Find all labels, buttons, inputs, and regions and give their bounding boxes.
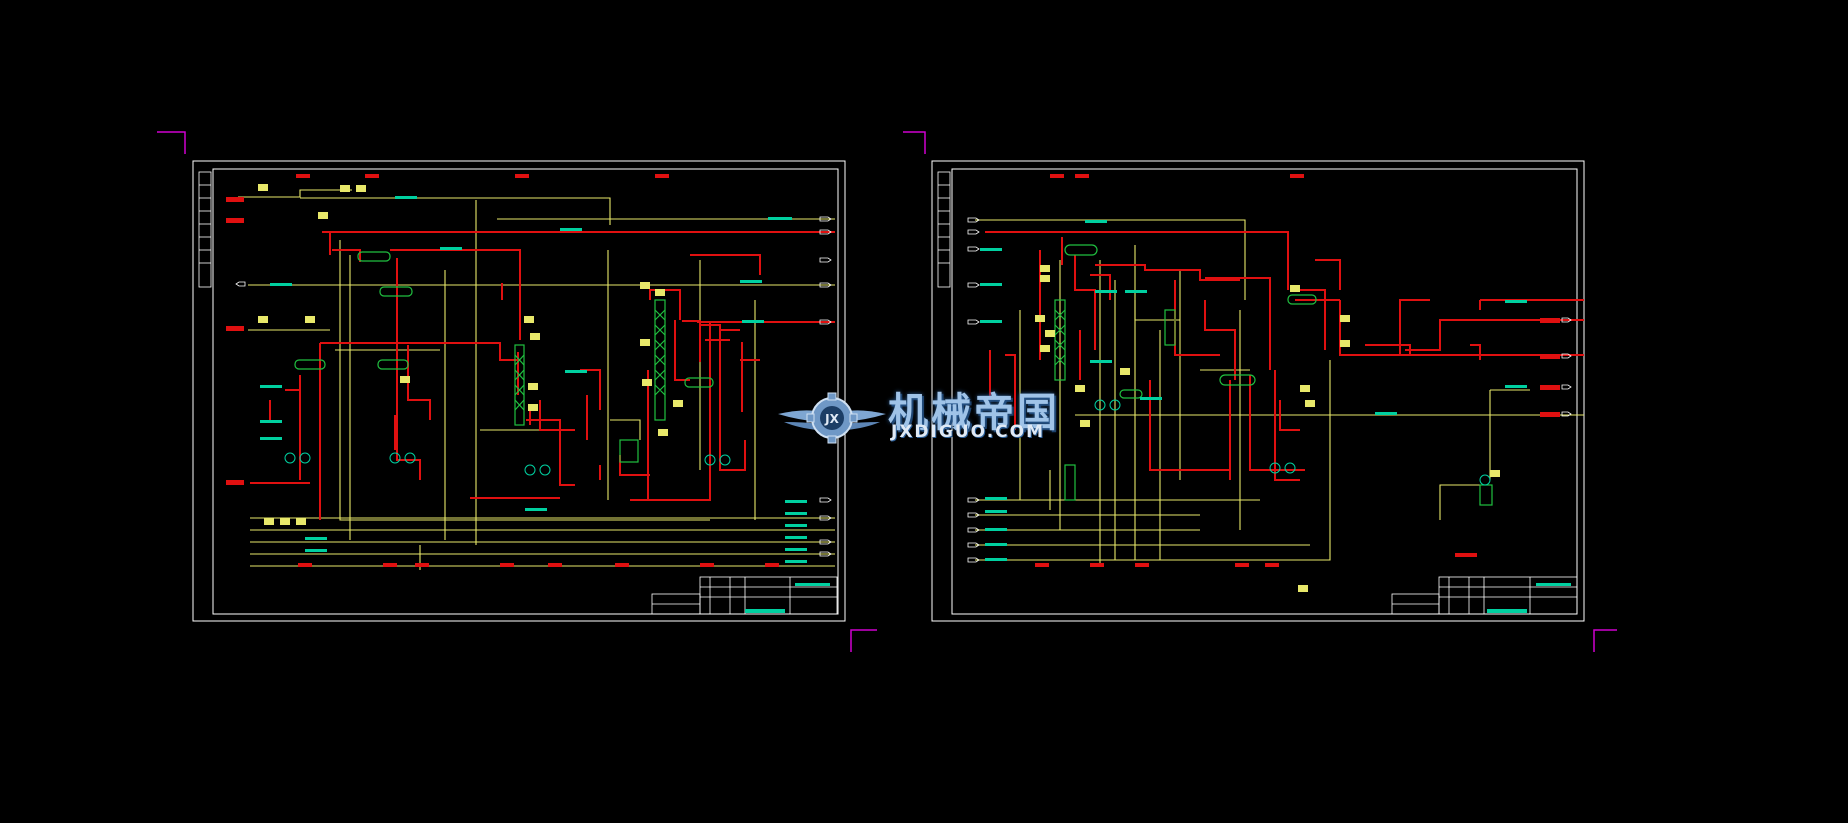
sheet-2-utility-lines <box>975 219 1584 565</box>
watermark-title: 机械帝国 <box>888 390 1060 436</box>
sheet-1-edge-strip <box>198 171 212 288</box>
sheet-1-instrument-tags <box>258 184 683 525</box>
sheet-2-edge-strip <box>937 171 951 288</box>
sheet-2-title-block <box>1391 576 1578 615</box>
watermark-badge: JX <box>824 412 839 426</box>
drawing-sheet-2 <box>931 160 1585 622</box>
sheet-1-title-block <box>651 576 838 615</box>
drawing-sheet-1 <box>192 160 846 622</box>
sheet-1-stream-labels <box>226 174 807 567</box>
sheet-2-flow-arrows <box>967 217 1572 563</box>
sheet-1-outer-border <box>192 160 846 622</box>
sheet-1-utility-lines <box>238 189 835 570</box>
crop-marks <box>157 131 1617 652</box>
watermark-url: JXDIGUO.COM <box>891 422 1046 442</box>
sheet-2-instrument-tags <box>1035 265 1500 592</box>
sheet-1-flow-arrows <box>235 216 832 557</box>
sheet-1-process-lines <box>250 231 835 520</box>
sheet-2-equipment <box>1054 244 1493 506</box>
sheet-2-pumps <box>1094 399 1491 486</box>
sheet-1-equipment <box>294 251 714 463</box>
sheet-2-stream-labels <box>980 174 1560 567</box>
gear-wings-logo-icon: JX <box>778 392 886 444</box>
sheet-2-outer-border <box>931 160 1585 622</box>
sheet-1-inner-border <box>212 168 839 615</box>
sheet-1-pumps <box>284 452 731 476</box>
sheet-2-inner-border <box>951 168 1578 615</box>
watermark: JX 机械帝国 JXDIGUO.COM <box>776 382 1076 452</box>
